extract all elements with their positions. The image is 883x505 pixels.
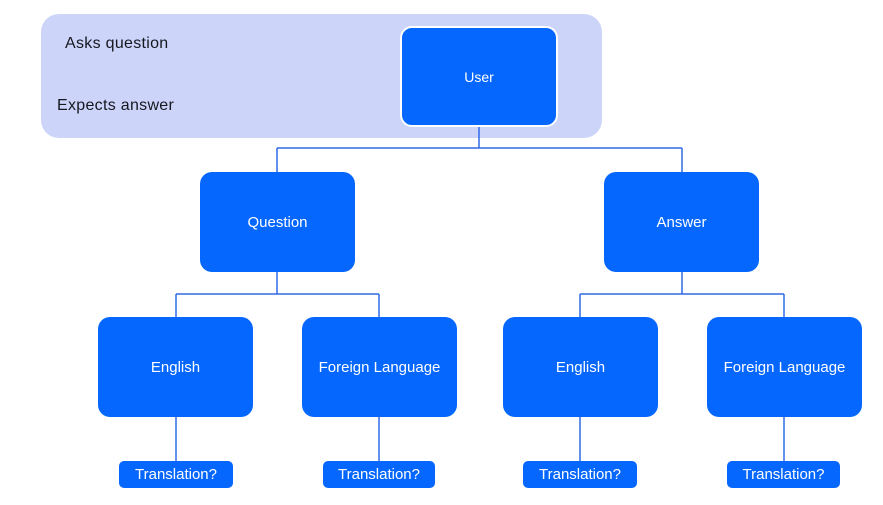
node-question-english: English: [98, 317, 253, 417]
note-asks-question: Asks question: [65, 35, 169, 52]
node-translation-answer-foreign: Translation?: [727, 461, 840, 488]
node-translation-answer-english: Translation?: [523, 461, 637, 488]
node-user: User: [400, 26, 558, 127]
node-answer-foreign-language: Foreign Language: [707, 317, 862, 417]
node-question: Question: [200, 172, 355, 272]
node-translation-question-foreign: Translation?: [323, 461, 435, 488]
node-translation-question-english: Translation?: [119, 461, 233, 488]
note-expects-answer: Expects answer: [57, 97, 175, 114]
node-question-foreign-language: Foreign Language: [302, 317, 457, 417]
node-answer-english: English: [503, 317, 658, 417]
node-answer: Answer: [604, 172, 759, 272]
